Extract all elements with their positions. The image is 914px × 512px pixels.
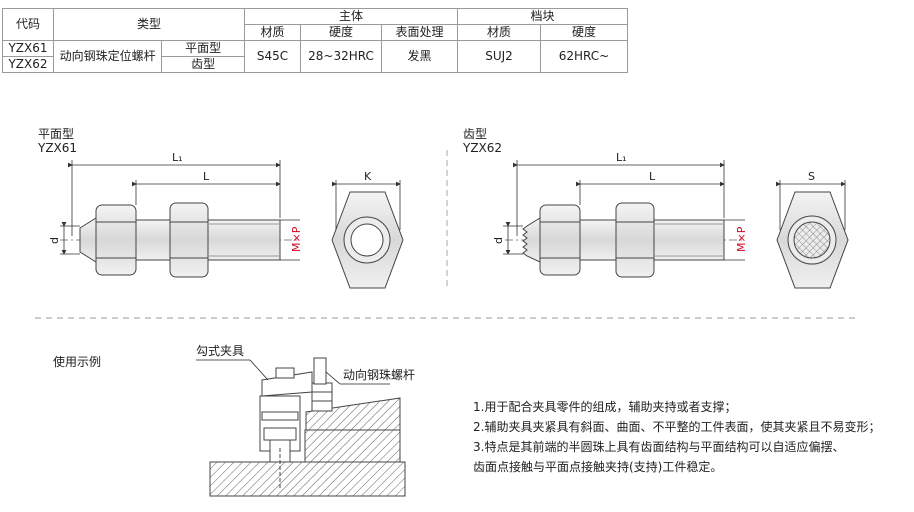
note-line: 齿面点接触与平面点接触夹持(支持)工件稳定。	[473, 460, 723, 474]
body-material-cell: S45C	[244, 40, 301, 73]
flat-dimensions	[60, 160, 300, 261]
dim-S: S	[808, 170, 815, 183]
note-line: 3.特点是其前端的半圆珠上具有齿面结构与平面结构可以自适应偏摆、	[473, 440, 845, 454]
usage-illustration	[209, 357, 406, 497]
dim-K: K	[364, 170, 372, 183]
spec-table: 代码 类型 主体 档块 材质 硬度 表面处理 材质 硬度 YZX61 动向钢珠定…	[2, 8, 628, 73]
dim-MxP: M×P	[290, 226, 303, 252]
type-name-cell: 动向钢珠定位螺杆	[52, 40, 163, 73]
tooth-hex-end-view	[776, 191, 849, 289]
header-code: 代码	[2, 8, 54, 41]
dim-L: L	[649, 170, 656, 183]
tooth-screw-side-view	[505, 202, 745, 278]
note-line: 2.辅助夹具夹紧具有斜面、曲面、不平整的工件表面，使其夹紧且不易变形；	[473, 420, 881, 434]
header-surface: 表面处理	[381, 24, 458, 41]
callout-screw: 动向钢珠螺杆	[343, 368, 416, 382]
flat-code-label: YZX61	[38, 141, 78, 155]
note-line: 1.用于配合夹具零件的组成，辅助夹持或者支撑；	[473, 400, 737, 414]
block-hardness-cell: 62HRC~	[540, 40, 628, 73]
usage-leaders	[196, 359, 390, 385]
tooth-dimensions	[503, 160, 745, 261]
flat-hex-end-view	[331, 191, 404, 289]
dim-d: d	[492, 237, 505, 244]
dim-L1: L₁	[616, 151, 627, 164]
callout-clamp: 勾式夹具	[196, 344, 245, 358]
header-type: 类型	[53, 8, 245, 41]
tooth-code-label: YZX62	[463, 141, 503, 155]
header-block-material: 材质	[457, 24, 541, 41]
tooth-type-label: 齿型	[463, 127, 488, 141]
usage-title: 使用示例	[53, 355, 102, 369]
flat-type-label: 平面型	[38, 127, 75, 141]
dim-d: d	[48, 237, 61, 244]
body-hardness-cell: 28~32HRC	[300, 40, 382, 73]
k-dimension	[332, 180, 401, 230]
s-dimension	[776, 180, 846, 230]
variant-cell: 齿型	[161, 56, 245, 73]
dim-MxP: M×P	[735, 226, 748, 252]
dim-L: L	[203, 170, 210, 183]
block-material-cell: SUJ2	[457, 40, 541, 73]
flat-screw-side-view	[60, 202, 300, 278]
notes: 1.用于配合夹具零件的组成，辅助夹持或者支撑； 2.辅助夹具夹紧具有斜面、曲面、…	[473, 397, 880, 477]
code-cell: YZX61	[2, 40, 54, 57]
code-cell: YZX62	[2, 56, 54, 73]
dim-L1: L₁	[172, 151, 183, 164]
